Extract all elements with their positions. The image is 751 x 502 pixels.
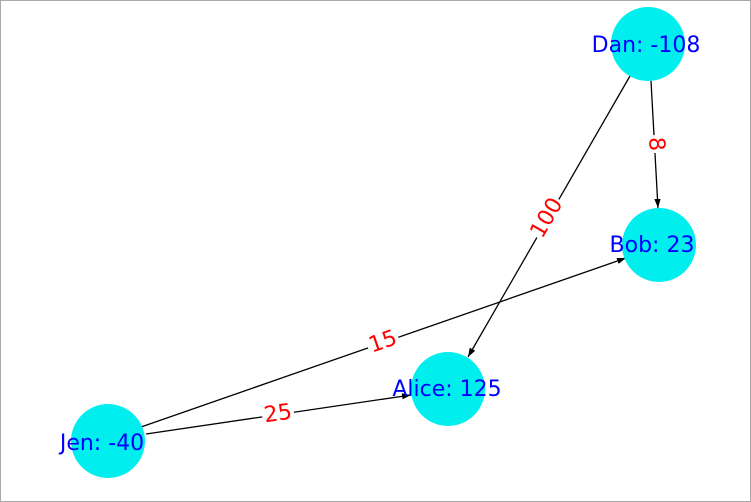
node-labels: Dan: -108 Bob: 23 Alice: 125 Jen: -40	[58, 33, 701, 456]
node-label-dan: Dan: -108	[592, 33, 701, 58]
edge-labels: 8 100 15 25	[260, 134, 670, 430]
node-jen	[71, 404, 145, 478]
node-label-alice: Alice: 125	[392, 377, 501, 402]
edge-label-jen-alice: 25	[262, 400, 293, 429]
node-alice	[411, 352, 485, 426]
node-dan	[611, 7, 685, 81]
edge-label-dan-bob: 8	[643, 136, 669, 151]
nodes	[71, 7, 696, 478]
node-label-bob: Bob: 23	[610, 233, 695, 258]
node-bob	[622, 208, 696, 282]
node-label-jen: Jen: -40	[58, 431, 144, 456]
